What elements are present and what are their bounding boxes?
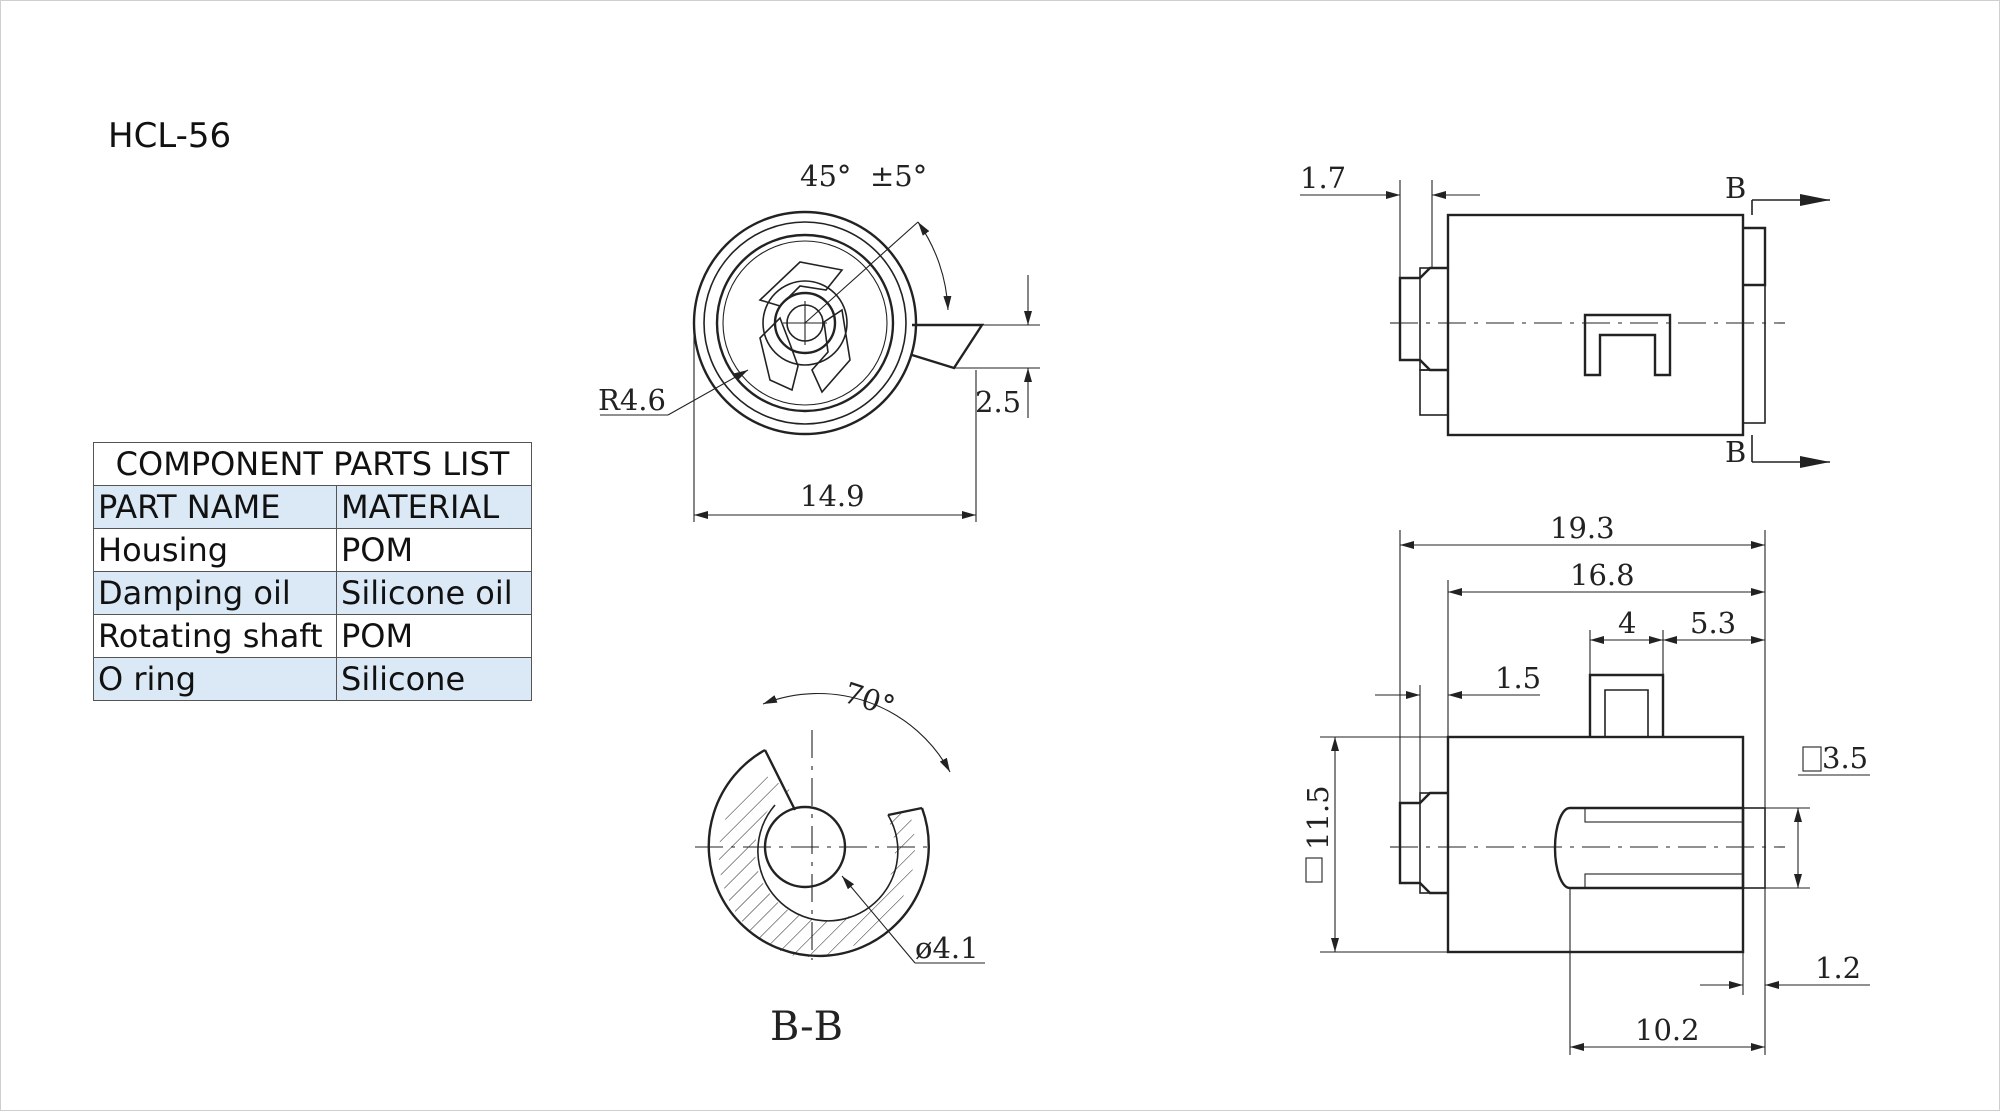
shaft-collar (1419, 792, 1449, 894)
retaining-clip (1583, 313, 1672, 377)
dim-16-8-label: 16.8 (1570, 558, 1635, 592)
table-row: Damping oil Silicone oil (93, 571, 532, 615)
side-view-bottom: 19.3 16.8 4 5.3 1.5 11.5 3.5 1.2 (1301, 511, 1870, 1055)
housing-inner-circle (703, 221, 907, 425)
table-row: Rotating shaft POM (93, 614, 532, 658)
radius-label: R4.6 (598, 383, 666, 417)
diameter-leader (841, 875, 916, 964)
material-cell: POM (336, 528, 532, 572)
rotor-vane (758, 261, 844, 307)
part-name-cell: Rotating shaft (93, 614, 337, 658)
housing-body (1446, 735, 1745, 954)
shaft-outer-circle (773, 291, 837, 355)
parts-list-header-row: PART NAME MATERIAL (93, 485, 532, 529)
housing-notch (1743, 226, 1767, 287)
angle-70-arc (762, 692, 951, 773)
housing-end-flange (1742, 807, 1766, 889)
angle-45-arc (917, 221, 952, 311)
dim-5-3-label: 5.3 (1690, 606, 1736, 640)
radius-leader-arrow (667, 369, 749, 416)
retaining-clip-inner (1604, 689, 1649, 737)
header-part-name: PART NAME (93, 485, 337, 529)
parts-list-caption-row: COMPONENT PARTS LIST (93, 442, 532, 486)
shaft-stub (1398, 791, 1448, 895)
part-name-cell: O ring (93, 657, 337, 701)
housing-tab (911, 323, 985, 370)
diameter-label: ø4.1 (915, 931, 979, 965)
parts-list-table: COMPONENT PARTS LIST PART NAME MATERIAL … (93, 442, 532, 701)
angle-leader (804, 221, 919, 324)
angle-70-label: 70° (840, 675, 899, 723)
housing-body (1446, 213, 1745, 437)
shaft-stub (1398, 266, 1448, 372)
section-slot-edge (887, 806, 923, 817)
square-symbol (1802, 746, 1822, 772)
dim-1-5-label: 1.5 (1495, 661, 1541, 695)
front-view: 45° ±5° 2.5 R4.6 14.9 (598, 159, 1040, 522)
section-label: B-B (770, 1004, 843, 1050)
angle-45-label: 45° (800, 159, 851, 193)
material-cell: Silicone oil (336, 571, 532, 615)
section-middle-arc (757, 804, 899, 922)
table-row: O ring Silicone (93, 657, 532, 701)
parts-list-caption: COMPONENT PARTS LIST (93, 442, 532, 486)
dim-19-3-label: 19.3 (1550, 511, 1615, 545)
section-mark-bottom: B (1725, 435, 1746, 469)
internal-bore (1553, 806, 1745, 890)
rotor-vane (759, 316, 799, 392)
tolerance-label: ±5° (870, 159, 927, 193)
material-cell: Silicone (336, 657, 532, 701)
seal-ring-inner-circle (722, 240, 888, 406)
seal-ring-circle (715, 233, 895, 413)
square-symbol (1305, 857, 1323, 883)
dim-14-9-label: 14.9 (800, 479, 865, 513)
dim-1-7-label: 1.7 (1300, 161, 1346, 195)
housing-end-flange (1742, 227, 1766, 424)
rotor-vane (811, 308, 851, 394)
dim-2-5-label: 2.5 (975, 385, 1021, 419)
bore-hatch-bottom (1584, 873, 1744, 889)
dim-1-2-label: 1.2 (1815, 951, 1861, 985)
bore-hatch-top (1584, 807, 1744, 823)
dim-11-5-label: 11.5 (1301, 785, 1335, 850)
dim-10-2-label: 10.2 (1635, 1013, 1700, 1047)
shaft-hub-circle (762, 280, 848, 366)
section-outer-arc (707, 748, 930, 958)
table-row: Housing POM (93, 528, 532, 572)
side-view-top: 1.7 B B (1300, 161, 1830, 469)
o-ring-seat (1419, 369, 1449, 416)
model-title: HCL-56 (108, 116, 232, 156)
retaining-clip (1588, 673, 1665, 737)
section-b-b-view: 70° ø4.1 B-B (695, 675, 985, 1050)
part-name-cell: Housing (93, 528, 337, 572)
material-cell: POM (336, 614, 532, 658)
shaft-collar (1419, 267, 1449, 371)
section-mark-top: B (1725, 171, 1746, 205)
part-name-cell: Damping oil (93, 571, 337, 615)
housing-outer-circle (692, 210, 918, 436)
dim-3-5-label: 3.5 (1822, 741, 1868, 775)
dim-4-label: 4 (1618, 606, 1636, 640)
